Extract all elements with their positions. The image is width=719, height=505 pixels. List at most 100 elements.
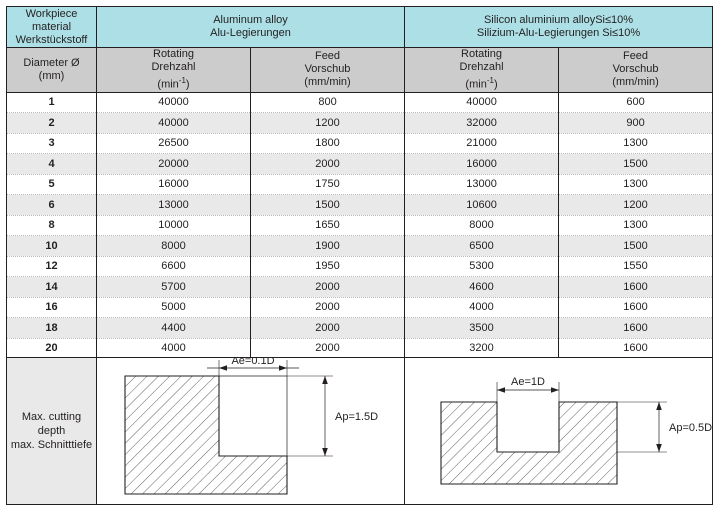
column-header-rotating-alu: Rotating Drehzahl (min-1) [96, 47, 251, 93]
rotating-alu-cell: 20000 [96, 153, 251, 175]
rotating-de: Drehzahl [459, 61, 504, 73]
diameter-cell: 1 [6, 92, 97, 114]
rotating-alu-cell: 6600 [96, 256, 251, 278]
feed-si-cell: 1300 [558, 133, 714, 155]
feed-si-cell: 600 [558, 92, 714, 114]
workpiece-outline [440, 401, 618, 485]
ap-label: Ap=1.5D [335, 411, 378, 423]
column-header-feed-alu: Feed Vorschub (mm/min) [249, 47, 406, 93]
max-cutting-depth-line1: Max. cutting [21, 411, 82, 424]
rotating-unit: (min-1) [465, 76, 498, 91]
feed-alu-cell: 1950 [249, 256, 406, 278]
feed-unit: (mm/min) [612, 76, 659, 89]
rotating-alu-cell: 16000 [96, 174, 251, 196]
rotating-si-cell: 4600 [404, 276, 560, 298]
feed-de: Vorschub [612, 63, 659, 76]
feed-alu-cell: 1900 [249, 235, 406, 257]
rotating-si-cell: 8000 [404, 215, 560, 237]
diameter-cell: 4 [6, 153, 97, 175]
ap-arrow-top [322, 376, 328, 385]
feed-si-cell: 1300 [558, 215, 714, 237]
cutting-depth-row: Max. cutting depth max. Schnitttiefe [6, 357, 713, 505]
rotating-alu-cell: 10000 [96, 215, 251, 237]
feed-alu-cell: 1500 [249, 194, 406, 216]
feed-alu-cell: 2000 [249, 153, 406, 175]
feed-si-cell: 1600 [558, 317, 714, 339]
workpiece-outline [124, 375, 288, 495]
rotating-en: Rotating [461, 48, 502, 60]
diameter-cell: 10 [6, 235, 97, 257]
rotating-alu-cell: 40000 [96, 92, 251, 114]
rotating-de: Drehzahl [151, 61, 196, 73]
diameter-cell: 18 [6, 317, 97, 339]
cutting-data-table: Workpiece material Werkstückstoff Alumin… [6, 6, 714, 359]
diameter-header: Diameter Ø(mm) [6, 47, 97, 93]
ae-arrow-left [219, 365, 227, 371]
ae-arrow-left [497, 387, 505, 393]
feed-si-cell: 900 [558, 112, 714, 134]
rotating-si-cell: 13000 [404, 174, 560, 196]
column-header-feed-si: Feed Vorschub (mm/min) [558, 47, 714, 93]
ae-arrow-right [551, 387, 559, 393]
feed-si-cell: 1550 [558, 256, 714, 278]
rotating-alu-cell: 4400 [96, 317, 251, 339]
feed-si-cell: 1200 [558, 194, 714, 216]
max-cutting-depth-line2: depth [37, 425, 66, 438]
column-header-row: Diameter Ø(mm) Rotating Drehzahl (min-1)… [6, 47, 714, 93]
ap-arrow-bottom [656, 444, 662, 453]
feed-alu-cell: 800 [249, 92, 406, 114]
feed-alu-cell: 1200 [249, 112, 406, 134]
workpiece-material-line1: Workpiece [25, 7, 78, 20]
diameter-cell: 12 [6, 256, 97, 278]
rotating-si-cell: 4000 [404, 297, 560, 319]
rotating-si-cell: 32000 [404, 112, 560, 134]
diagram-side-cut-canvas: Ae=0.1D Ap=1.5D [97, 358, 404, 504]
slot-cut-drawing: Ae=1D Ap=0.5D [440, 376, 712, 485]
diameter-cell: 14 [6, 276, 97, 298]
material-group-aluminum: Aluminum alloy Alu-Legierungen [95, 6, 406, 48]
rotating-unit: (min-1) [157, 76, 190, 91]
ap-arrow-top [656, 402, 662, 411]
feed-en: Feed [622, 50, 649, 63]
feed-si-cell: 1600 [558, 297, 714, 319]
ap-arrow-bottom [322, 448, 328, 457]
diameter-cell: 8 [6, 215, 97, 237]
feed-alu-cell: 2000 [249, 338, 406, 359]
rotating-si-cell: 6500 [404, 235, 560, 257]
rotating-si-cell: 40000 [404, 92, 560, 114]
diameter-cell: 2 [6, 112, 97, 134]
diameter-cell: 6 [6, 194, 97, 216]
diameter-cell: 20 [6, 338, 97, 359]
feed-si-cell: 1500 [558, 153, 714, 175]
ae-label: Ae=1D [511, 376, 545, 388]
feed-alu-cell: 2000 [249, 297, 406, 319]
material-group-aluminum-en: Aluminum alloy [213, 14, 288, 26]
material-group-silicon-de: Silizium-Alu-Legierungen Si≤10% [476, 27, 641, 39]
feed-alu-cell: 2000 [249, 276, 406, 298]
material-group-silicon: Silicon aluminium alloySi≤10% Silizium-A… [404, 6, 714, 48]
spec-sheet: Workpiece material Werkstückstoff Alumin… [0, 6, 719, 505]
diameter-header-line2: (mm) [38, 69, 65, 82]
material-group-aluminum-de: Alu-Legierungen [210, 27, 291, 39]
rotating-alu-cell: 5700 [96, 276, 251, 298]
feed-de: Vorschub [304, 63, 351, 76]
ae-arrow-right [279, 365, 287, 371]
ae-label: Ae=0.1D [231, 358, 274, 367]
diameter-cell: 16 [6, 297, 97, 319]
cutting-depth-table: Max. cutting depth max. Schnitttiefe [6, 357, 713, 505]
max-cutting-depth-label: Max. cutting depth max. Schnitttiefe [6, 357, 97, 505]
material-group-header-row: Workpiece material Werkstückstoff Alumin… [6, 6, 714, 48]
rotating-alu-cell: 8000 [96, 235, 251, 257]
rotating-en: Rotating [153, 48, 194, 60]
rotating-alu-cell: 40000 [96, 112, 251, 134]
rotating-alu-cell: 26500 [96, 133, 251, 155]
feed-en: Feed [314, 50, 341, 63]
